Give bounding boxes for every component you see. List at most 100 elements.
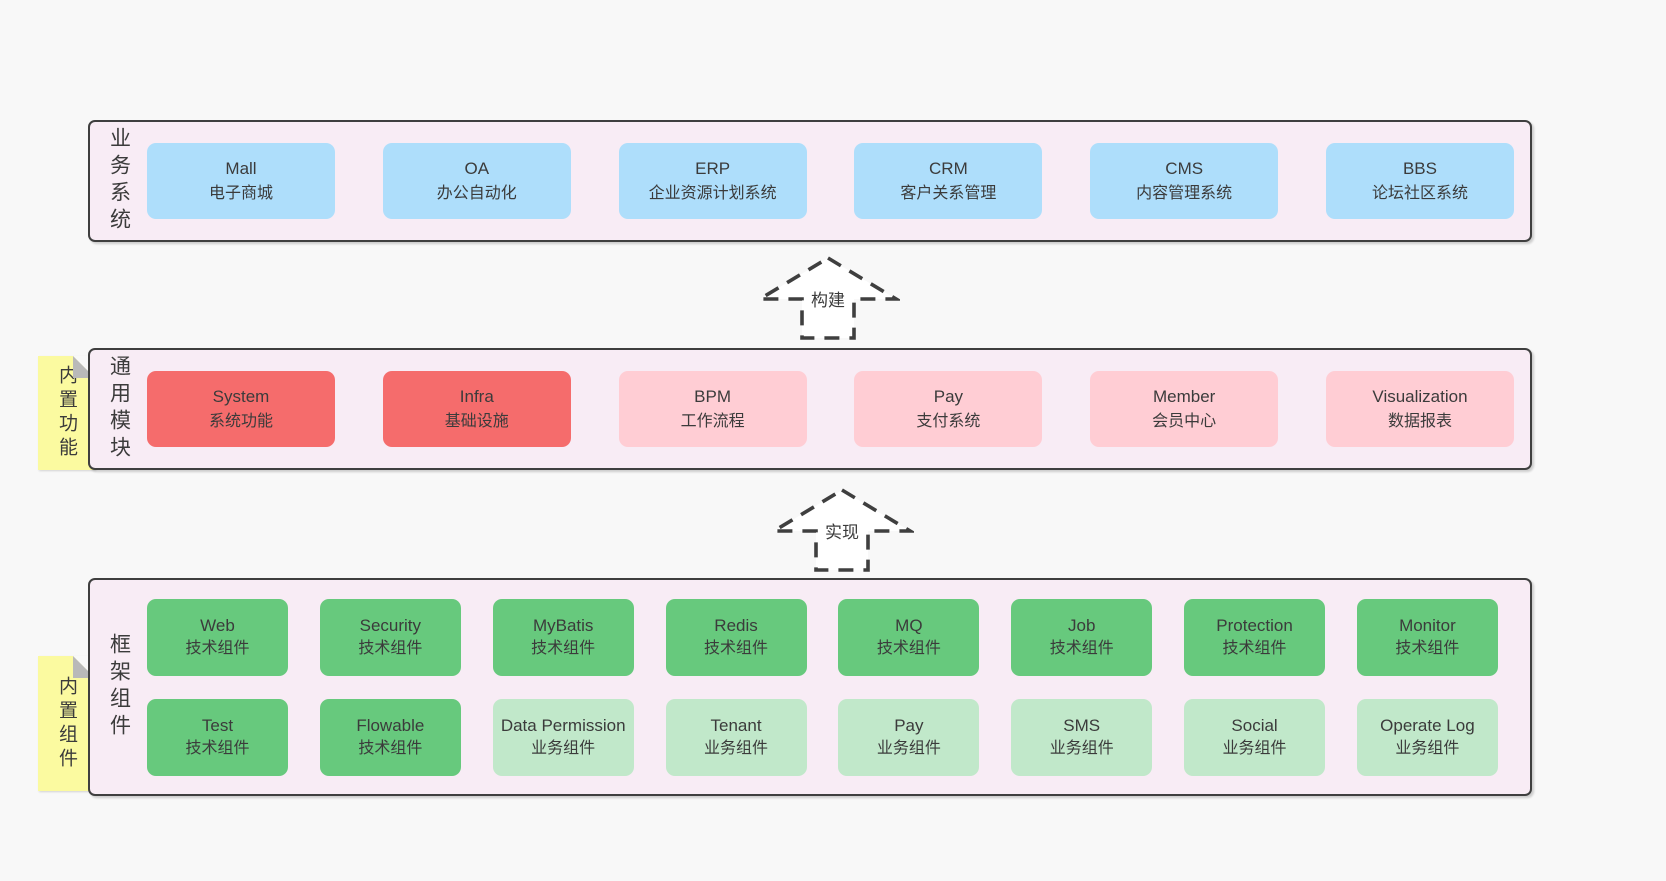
box-oa: OA 办公自动化 [382,143,571,219]
box-flowable: Flowable 技术组件 [319,698,461,776]
panel-title: 业务系统 [107,127,131,235]
arrow-label: 实现 [823,518,861,543]
box-desc: 会员中心 [1152,412,1217,430]
box-desc: 企业资源计划系统 [648,184,777,202]
box-name: Mall [225,159,257,179]
box-member: Member 会员中心 [1090,371,1279,447]
box-pay-module: Pay 支付系统 [854,371,1043,447]
box-cms: CMS 内容管理系统 [1090,143,1279,219]
box-name: Infra [459,387,494,407]
box-name: Monitor [1399,616,1456,636]
box-name: Web [200,616,235,636]
box-desc: 技术组件 [1222,639,1287,657]
box-desc: 技术组件 [704,639,769,657]
box-name: Member [1153,387,1216,407]
panel-framework-components: 框架组件 Web 技术组件 Security 技术组件 MyBatis 技术组件… [88,578,1532,796]
box-name: Protection [1216,616,1293,636]
box-social: Social 业务组件 [1184,698,1326,776]
panel-label-column: 通用模块 [90,350,147,468]
box-desc: 系统功能 [208,412,273,430]
box-desc: 技术组件 [185,639,250,657]
box-name: Redis [714,616,758,636]
box-test: Test 技术组件 [147,698,288,776]
box-desc: 技术组件 [876,639,941,657]
box-name: Visualization [1372,387,1468,407]
box-protection: Protection 技术组件 [1184,598,1326,676]
box-desc: 客户关系管理 [900,184,997,202]
box-security: Security 技术组件 [319,598,461,676]
box-desc: 技术组件 [531,639,596,657]
box-operate-log: Operate Log 业务组件 [1356,698,1498,776]
box-name: System [212,387,270,407]
panel-business-systems: 业务系统 Mall 电子商城 OA 办公自动化 ERP 企业资源计划系统 CRM… [88,120,1532,242]
box-name: Security [359,616,422,636]
box-desc: 内容管理系统 [1136,184,1233,202]
box-sms: SMS 业务组件 [1011,698,1153,776]
panel-title: 通用模块 [107,355,131,463]
box-desc: 技术组件 [358,739,423,757]
box-name: CRM [929,159,968,179]
box-mybatis: MyBatis 技术组件 [492,598,634,676]
box-desc: 业务组件 [1222,739,1287,757]
box-desc: 业务组件 [1395,739,1460,757]
box-name: Pay [933,387,964,407]
panel-content: System 系统功能 Infra 基础设施 BPM 工作流程 Pay 支付系统… [147,350,1530,468]
arrow-label: 构建 [809,286,847,311]
box-name: MQ [895,616,923,636]
box-mq: MQ 技术组件 [838,598,980,676]
box-desc: 办公自动化 [436,184,517,202]
box-desc: 支付系统 [916,412,981,430]
box-desc: 业务组件 [876,739,941,757]
box-desc: 业务组件 [1049,739,1114,757]
box-name: MyBatis [532,616,594,636]
framework-row-2: Test 技术组件 Flowable 技术组件 Data Permission … [147,698,1514,776]
box-desc: 业务组件 [704,739,769,757]
box-desc: 工作流程 [680,412,745,430]
box-tenant: Tenant 业务组件 [665,698,807,776]
panel-label-column: 框架组件 [90,580,147,794]
box-desc: 论坛社区系统 [1371,184,1468,202]
box-name: Data Permission [500,716,626,736]
box-mall: Mall 电子商城 [147,143,335,219]
panel-common-modules: 通用模块 System 系统功能 Infra 基础设施 BPM 工作流程 Pay… [88,348,1532,470]
box-name: BPM [694,387,732,407]
panel-title: 框架组件 [107,633,131,741]
panel-label-column: 业务系统 [90,122,147,240]
box-name: Job [1068,616,1096,636]
box-desc: 业务组件 [531,739,596,757]
box-name: BBS [1402,159,1437,179]
box-name: SMS [1063,716,1101,736]
box-visualization: Visualization 数据报表 [1325,371,1514,447]
panel-content: Mall 电子商城 OA 办公自动化 ERP 企业资源计划系统 CRM 客户关系… [147,122,1530,240]
panel-content: Web 技术组件 Security 技术组件 MyBatis 技术组件 Redi… [147,580,1530,794]
sticky-note-builtin-components: 内置组件 [38,656,95,791]
box-name: CMS [1165,159,1204,179]
box-desc: 数据报表 [1387,412,1452,430]
box-desc: 技术组件 [1049,639,1114,657]
box-erp: ERP 企业资源计划系统 [618,143,807,219]
box-redis: Redis 技术组件 [665,598,807,676]
box-crm: CRM 客户关系管理 [854,143,1043,219]
box-data-permission: Data Permission 业务组件 [492,698,634,776]
box-bpm: BPM 工作流程 [618,371,807,447]
sticky-note-builtin-features: 内置功能 [38,356,95,470]
box-name: Tenant [710,716,762,736]
box-name: Flowable [356,716,425,736]
box-desc: 技术组件 [185,739,250,757]
dashed-up-arrow-implement: 实现 [770,486,914,574]
box-name: Operate Log [1380,716,1475,736]
box-name: ERP [695,159,731,179]
box-name: OA [464,159,490,179]
box-name: Test [201,716,234,736]
sticky-note-label: 内置组件 [56,675,77,772]
box-pay-component: Pay 业务组件 [838,698,980,776]
box-bbs: BBS 论坛社区系统 [1325,143,1514,219]
box-web: Web 技术组件 [147,598,288,676]
box-desc: 基础设施 [444,412,509,430]
box-desc: 电子商城 [208,184,273,202]
sticky-note-label: 内置功能 [56,365,77,461]
box-infra: Infra 基础设施 [382,371,571,447]
box-name: Social [1231,716,1278,736]
box-monitor: Monitor 技术组件 [1356,598,1498,676]
